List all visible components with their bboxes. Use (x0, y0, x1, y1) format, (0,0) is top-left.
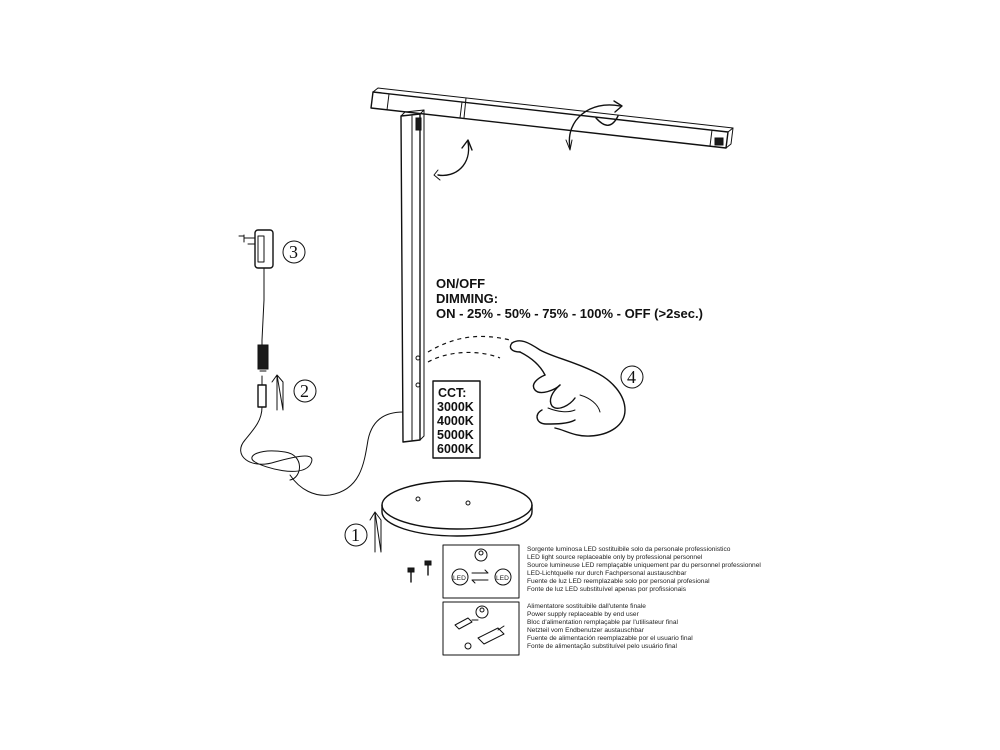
adapter-plug-icon (454, 617, 479, 630)
hand-illustration (509, 340, 626, 437)
led-chip-icon (494, 568, 512, 586)
step-2-up-arrow-icon (271, 374, 284, 411)
led-notice-text: Sorgente luminosa LED sostituibile solo … (527, 546, 761, 593)
svg-text:Fonte de alimentação substituí: Fonte de alimentação substituível pelo u… (527, 643, 677, 650)
person-icon (474, 548, 488, 562)
cct-value: 4000K (437, 414, 474, 428)
svg-text:Bloc d'alimentation remplaçabl: Bloc d'alimentation remplaçable par l'ut… (527, 619, 678, 626)
svg-text:Alimentatore sostituibile dall: Alimentatore sostituibile dall'utente fi… (527, 603, 646, 610)
on-off-label: ON/OFF (436, 276, 485, 291)
svg-text:2: 2 (300, 381, 309, 401)
dimming-sequence-label: ON - 25% - 50% - 75% - 100% - OFF (>2sec… (436, 306, 703, 321)
adapter-plug-icon (477, 625, 505, 645)
lamp-cable (289, 411, 404, 496)
screw-icon (424, 560, 432, 576)
lamp-base (381, 480, 533, 537)
svg-text:Fonte de luz LED substituível: Fonte de luz LED substituível apenas por… (527, 586, 687, 593)
head-rotate-arrow-icon (565, 100, 623, 151)
svg-text:LED: LED (453, 575, 466, 582)
cct-title: CCT: (438, 386, 466, 400)
cct-value: 6000K (437, 442, 474, 456)
svg-text:3: 3 (289, 242, 298, 262)
lamp-arm (400, 109, 425, 443)
power-notice-text: Alimentatore sostituibile dall'utente fi… (527, 603, 693, 650)
svg-text:LED light source replaceable o: LED light source replaceable only by pro… (527, 554, 703, 561)
svg-text:Fuente de luz LED reemplazable: Fuente de luz LED reemplazable solo por … (527, 578, 710, 585)
dimming-label: DIMMING: (436, 291, 498, 306)
lamp-head (370, 87, 734, 149)
touch-path-upper (427, 335, 511, 353)
cct-value: 3000K (437, 400, 474, 414)
step-1-up-arrow-icon (369, 511, 382, 553)
step-2-marker: 2 (293, 379, 317, 403)
coiled-cable (240, 406, 313, 481)
screw-icon (407, 567, 415, 583)
svg-text:Sorgente luminosa LED sostitui: Sorgente luminosa LED sostituibile solo … (527, 546, 731, 553)
touch-path-lower (427, 351, 501, 363)
step-3-marker: 3 (282, 240, 306, 264)
dc-connector-top (257, 344, 269, 372)
led-notice: LED LED (442, 544, 520, 599)
svg-text:Source lumineuse LED remplaçab: Source lumineuse LED remplaçable uniquem… (527, 562, 761, 569)
svg-text:Fuente de alimentación reempla: Fuente de alimentación reemplazable por … (527, 635, 693, 642)
svg-text:LED: LED (496, 575, 509, 582)
person-icon (475, 605, 489, 619)
svg-text:Netzteil vom Endbenutzer austa: Netzteil vom Endbenutzer austauschbar (527, 627, 645, 634)
dc-connector-bottom (257, 375, 267, 408)
svg-text:1: 1 (351, 525, 360, 545)
arm-rotate-arrow-icon (433, 139, 473, 181)
svg-text:4: 4 (627, 367, 636, 387)
cct-value: 5000K (437, 428, 474, 442)
step-4-marker: 4 (620, 365, 644, 389)
cct-box: CCT: 3000K 4000K 5000K 6000K (432, 380, 481, 459)
step-1-marker: 1 (344, 523, 368, 547)
power-notice (442, 601, 520, 656)
led-chip-icon (451, 568, 469, 586)
swap-arrows-icon (471, 569, 489, 584)
power-adapter (238, 229, 274, 346)
svg-text:LED-Lichtquelle nur durch Fach: LED-Lichtquelle nur durch Fachpersonal a… (527, 570, 687, 577)
svg-text:Power supply replaceable by en: Power supply replaceable by end user (527, 611, 640, 618)
